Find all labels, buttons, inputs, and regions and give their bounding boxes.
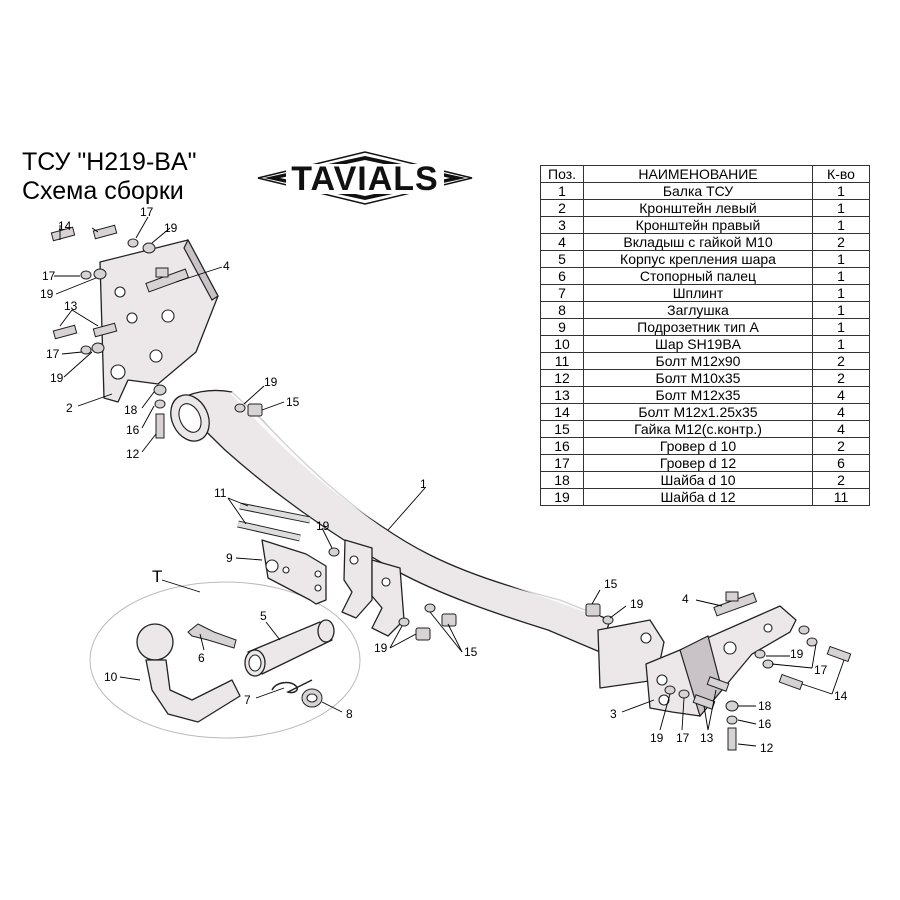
title-model: ТСУ "H219-BA" [22,148,197,176]
hardware-set [50,224,852,751]
callout-19-b: 19 [40,287,54,301]
callout-17-d: 17 [676,731,690,745]
callout-19-d: 19 [264,375,278,389]
callout-16-right: 16 [758,717,772,731]
callout-17-b: 17 [42,269,56,283]
callout-14-left: 14 [58,219,72,233]
header-num: Поз. [540,165,584,183]
callout-12-left: 12 [126,447,140,461]
part-beam [170,389,665,689]
cell-num: 19 [540,488,584,506]
callout-8: 8 [346,707,353,721]
callout-14-right: 14 [834,689,848,703]
tavials-logo: TAVIALS [257,151,473,205]
title-subtitle: Схема сборки [22,177,184,205]
cell-name: Заглушка [583,301,813,319]
callout-18-right: 18 [758,699,772,713]
part-insert-left [145,267,190,293]
diagram-title: ТСУ "H219-BA" Схема сборки [22,148,197,206]
callout-2: 2 [66,401,73,415]
part-cotter [271,679,313,694]
callout-12-right: 12 [760,741,774,755]
cell-num: 16 [540,437,584,455]
callout-5: 5 [260,609,267,623]
cell-name: Болт М10х35 [583,369,813,387]
leader-lines [54,216,845,747]
callout-18-left: 18 [124,403,138,417]
callout-17-c: 17 [46,347,60,361]
callout-15-b: 15 [464,645,478,659]
header-qty: К-во [812,165,870,183]
callout-11: 11 [214,486,227,500]
callout-16-left: 16 [126,423,140,437]
part-insert-right [713,591,758,617]
callout-19-f: 19 [374,641,388,655]
cell-num: 12 [540,369,584,387]
callout-1: 1 [420,477,427,491]
part-left-bracket [99,238,219,403]
part-socket-bracket [261,539,327,605]
callout-3: 3 [610,707,617,721]
callout-19-h: 19 [650,731,664,745]
part-ball [136,623,241,723]
callout-19-a: 19 [164,221,178,235]
callout-19-i: 19 [790,647,804,661]
callout-17-e: 17 [814,663,828,677]
ball-group-outline [89,581,361,739]
callout-15-a: 15 [286,395,300,409]
callout-7: 7 [244,693,251,707]
part-plug [301,688,323,708]
callout-13-right: 13 [700,731,714,745]
callout-17-a: 17 [140,205,154,219]
callout-4-left: 4 [223,259,230,273]
logo-text: TAVIALS [291,160,438,198]
cell-name: Корпус крепления шара [583,250,813,268]
callout-13-left: 13 [64,299,78,313]
callout-15-c: 15 [604,577,618,591]
callout-19-e: 19 [316,519,330,533]
part-ball-housing [244,619,335,677]
callout-4-right: 4 [682,592,689,606]
cell-qty: 11 [812,488,870,506]
table-header-row: Поз. НАИМЕНОВАНИЕ К-во [540,165,870,183]
cell-name: Гайка М12(с.контр.) [583,420,813,438]
callout-T: T [152,567,162,586]
callout-19-c: 19 [50,371,64,385]
callout-19-g: 19 [630,597,644,611]
callout-6: 6 [198,651,205,665]
bolts-m12x90 [237,502,311,542]
cell-name: Балка ТСУ [583,182,813,200]
callout-labels: 1 2 3 4 4 5 6 7 8 9 10 11 12 12 13 13 14… [40,205,848,755]
part-locking-pin [187,623,237,649]
header-name: НАИМЕНОВАНИЕ [583,165,813,183]
callout-10: 10 [104,670,118,684]
cell-name: Шар SH19BA [583,335,813,353]
callout-9: 9 [226,551,233,565]
